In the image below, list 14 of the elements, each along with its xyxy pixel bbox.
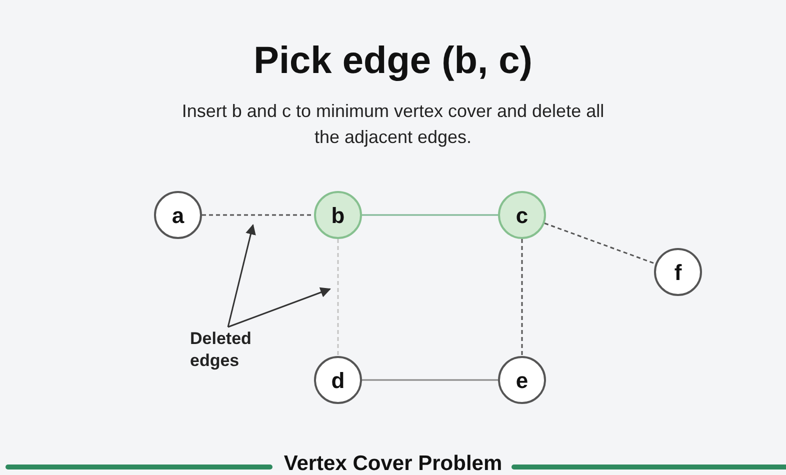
graph-edge bbox=[544, 222, 656, 264]
graph-edge bbox=[362, 214, 498, 216]
graph-edge bbox=[521, 239, 523, 356]
graph-edge bbox=[337, 239, 339, 356]
leader-arrow bbox=[228, 287, 331, 328]
selected-vertex: b bbox=[314, 191, 362, 239]
description: Insert b and c to minimum vertex cover and delete all the adjacent edges. bbox=[180, 100, 606, 149]
title: Pick edge (b, c) bbox=[254, 42, 532, 80]
graph-edge bbox=[202, 214, 314, 216]
footer-heading: Vertex Cover Problem bbox=[282, 452, 504, 475]
graph-edge bbox=[362, 379, 498, 381]
selected-vertex: c bbox=[498, 191, 546, 239]
leader-arrow bbox=[227, 224, 256, 328]
annotation-text: Deleted edges bbox=[190, 328, 272, 372]
